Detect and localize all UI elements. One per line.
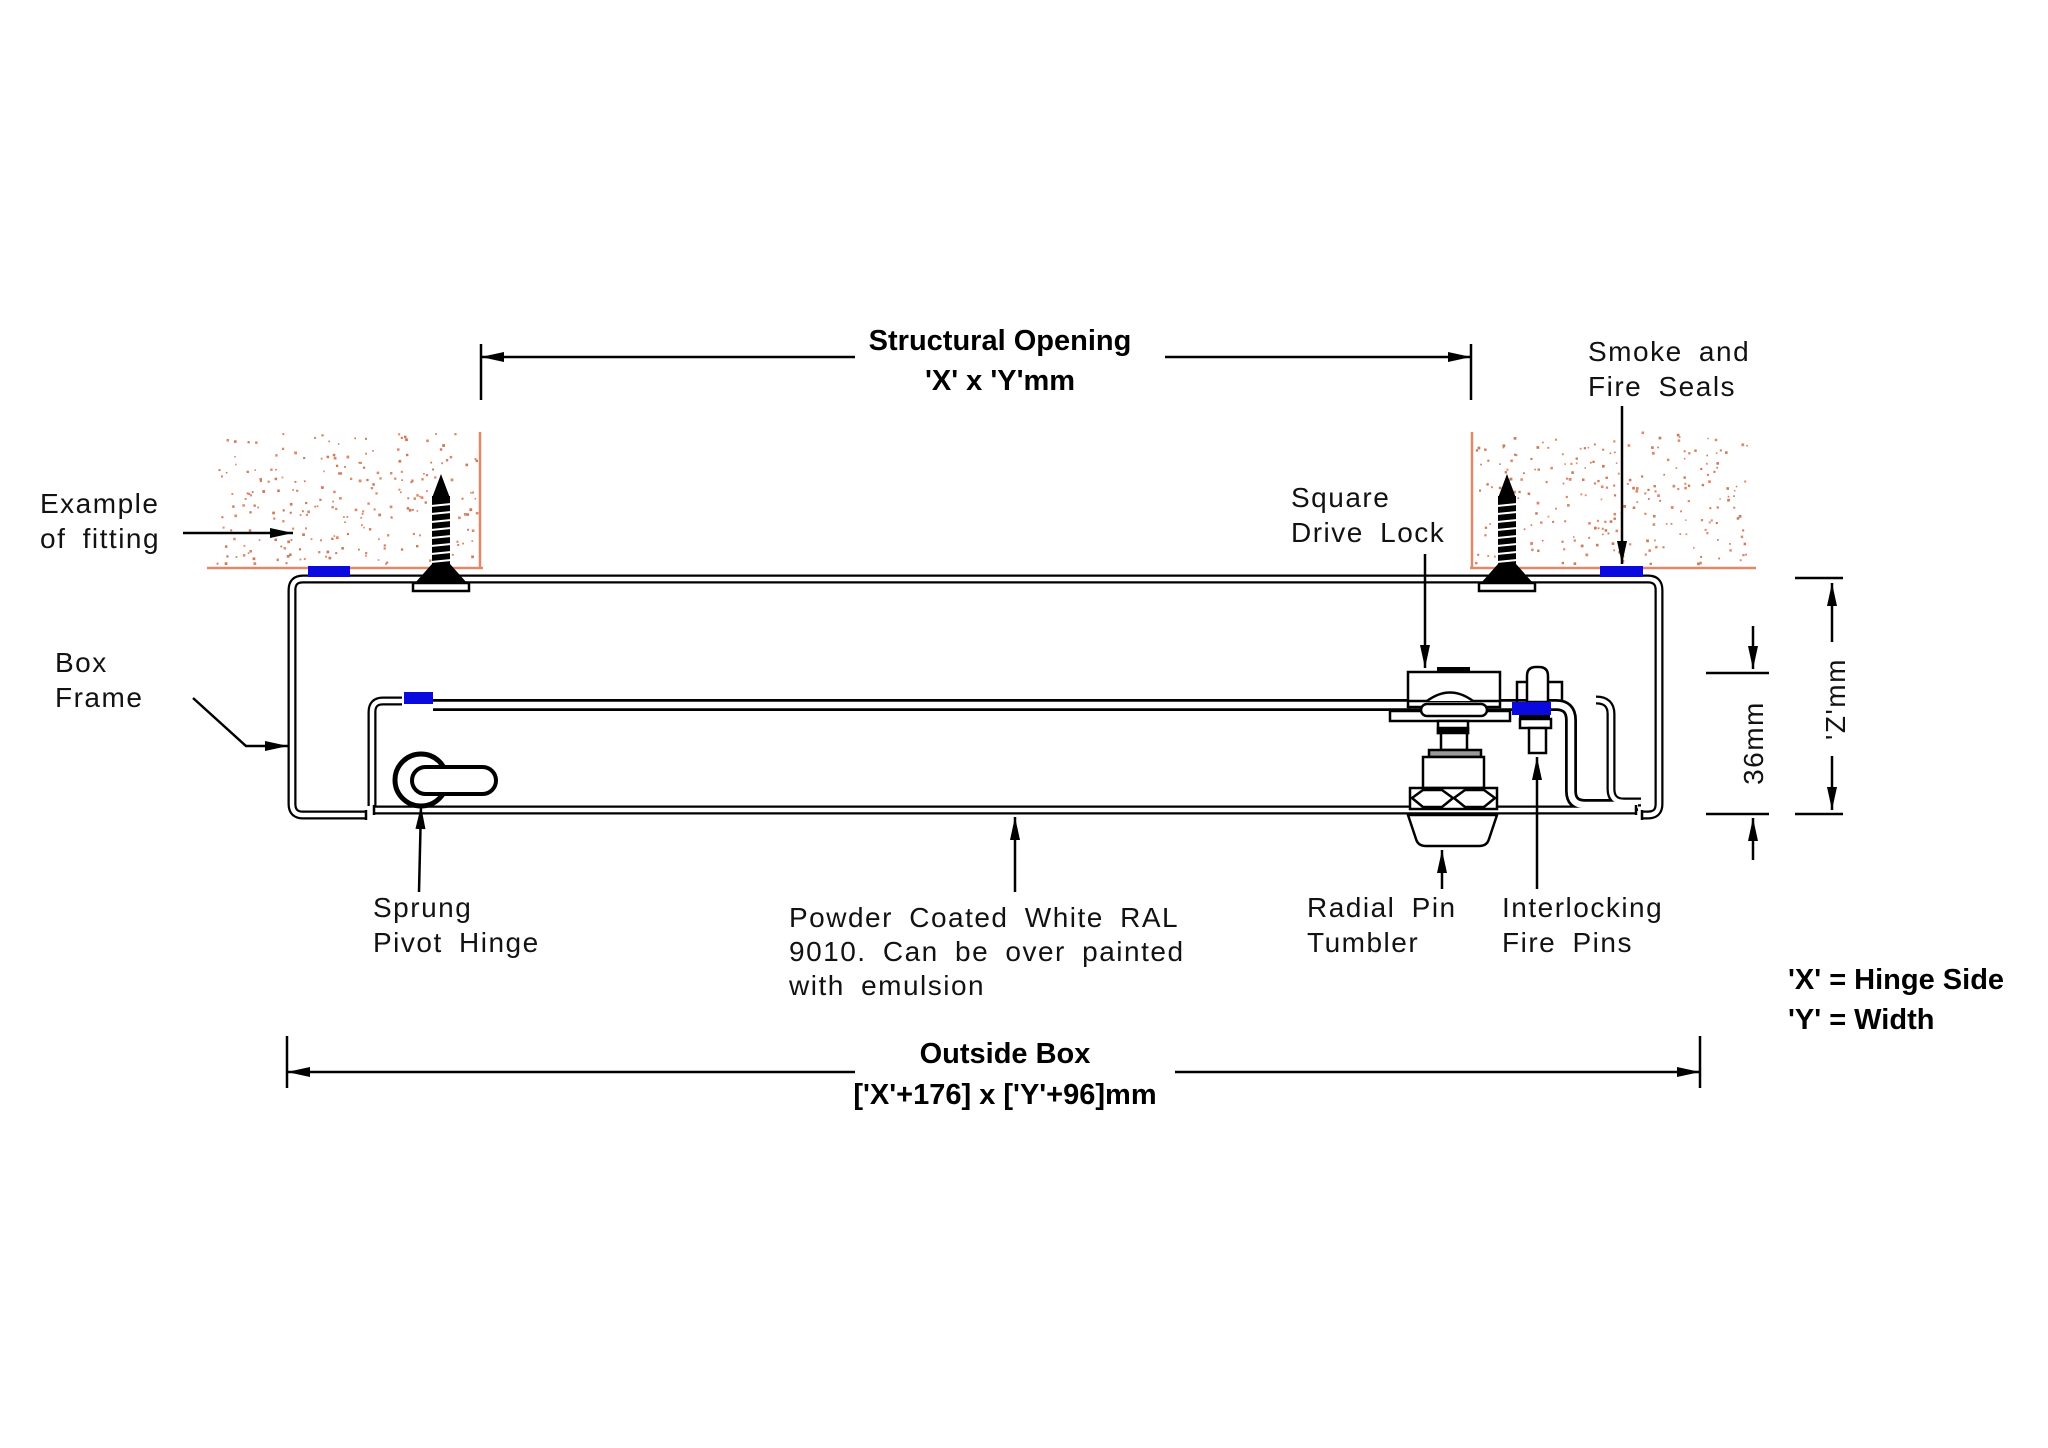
outside-box-line1: Outside Box <box>919 1038 1091 1070</box>
radial-pin-tumbler-line1: Radial Pin <box>1307 892 1457 923</box>
lock-assembly <box>1388 667 1512 848</box>
depth-dimension-zmm: 'Z'mm <box>1818 639 1851 759</box>
radial-pin-tumbler-label: Radial Pin Tumbler <box>1307 890 1457 960</box>
leader-lines <box>183 406 1627 893</box>
square-drive-lock-line1: Square <box>1291 482 1391 513</box>
legend-y-line: 'Y' = Width <box>1788 1004 1935 1036</box>
interlocking-fire-pins-line2: Fire Pins <box>1502 927 1633 958</box>
depth-dimension-36mm: 36mm <box>1736 683 1769 803</box>
powder-coated-line2: 9010. Can be over painted <box>789 936 1185 967</box>
box-frame-label: Box Frame <box>55 645 143 715</box>
legend-x-line: 'X' = Hinge Side <box>1788 964 2005 996</box>
smoke-fire-seals-label: Smoke and Fire Seals <box>1588 334 1750 404</box>
box-frame-line2: Frame <box>55 682 144 713</box>
fixing-screw-left <box>411 474 471 593</box>
structural-opening-dimension-label: Structural Opening <box>760 322 1240 360</box>
outside-box-dimension-label: Outside Box <box>765 1035 1245 1073</box>
smoke-fire-seals <box>308 566 1643 704</box>
structural-opening-size-label: 'X' x 'Y'mm <box>760 362 1240 400</box>
example-of-fitting-line1: Example <box>40 488 160 519</box>
dim-36mm-text: 36mm <box>1738 701 1769 785</box>
fixing-screw-right <box>1477 474 1537 593</box>
powder-coated-note: Powder Coated White RAL 9010. Can be ove… <box>789 901 1185 1003</box>
square-drive-lock-label: Square Drive Lock <box>1291 480 1445 550</box>
radial-pin-tumbler-line2: Tumbler <box>1307 927 1420 958</box>
smoke-fire-seals-line2: Fire Seals <box>1588 371 1737 402</box>
pivot-hinge <box>392 751 498 809</box>
powder-coated-line1: Powder Coated White RAL <box>789 902 1180 933</box>
sprung-pivot-hinge-label: Sprung Pivot Hinge <box>373 890 540 960</box>
interlocking-fire-pins-label: Interlocking Fire Pins <box>1502 890 1663 960</box>
dim-zmm-text: 'Z'mm <box>1820 658 1851 740</box>
box-frame-line1: Box <box>55 647 108 678</box>
dimension-key-legend: 'X' = Hinge Side 'Y' = Width <box>1788 960 2004 1040</box>
smoke-fire-seals-line1: Smoke and <box>1588 336 1751 367</box>
outside-box-line2: ['X'+176] x ['Y'+96]mm <box>853 1079 1157 1111</box>
square-drive-lock-line2: Drive Lock <box>1291 517 1446 548</box>
outside-box-size-label: ['X'+176] x ['Y'+96]mm <box>765 1076 1245 1114</box>
structural-opening-line1: Structural Opening <box>868 325 1132 357</box>
sprung-pivot-hinge-line1: Sprung <box>373 892 473 923</box>
dimension-lines <box>285 344 1843 1088</box>
powder-coated-line3: with emulsion <box>789 970 986 1001</box>
structural-opening-line2: 'X' x 'Y'mm <box>924 365 1076 397</box>
sprung-pivot-hinge-line2: Pivot Hinge <box>373 927 540 958</box>
example-of-fitting-line2: of fitting <box>40 523 161 554</box>
interlocking-fire-pins-line1: Interlocking <box>1502 892 1664 923</box>
fire-pin-assembly <box>1512 665 1564 755</box>
example-of-fitting-label: Example of fitting <box>40 486 160 556</box>
